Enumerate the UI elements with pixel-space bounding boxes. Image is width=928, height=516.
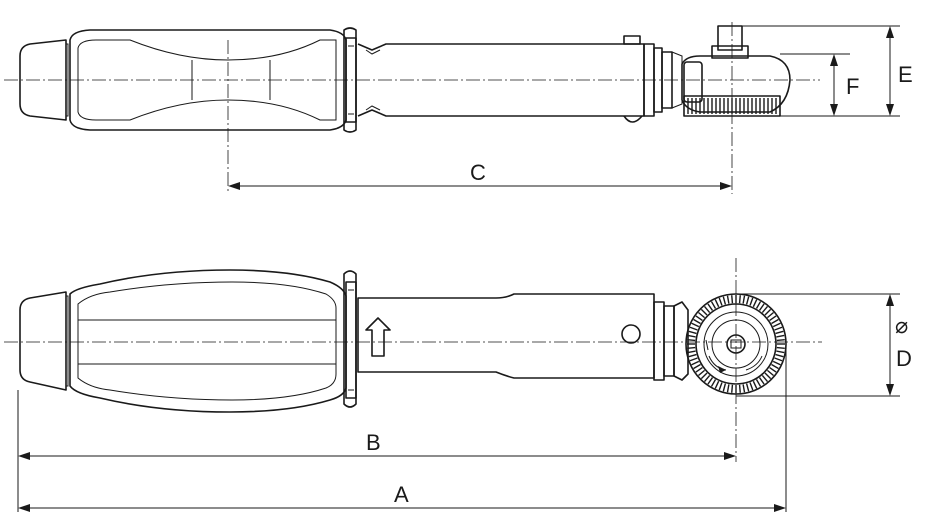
- knurl-tooth: [691, 360, 700, 366]
- knurl-tooth: [766, 369, 774, 377]
- knurl-tooth: [774, 357, 783, 362]
- dimension-E-label: E: [898, 62, 913, 87]
- knurl-tooth: [752, 299, 758, 308]
- dimension-B-label: B: [366, 430, 381, 455]
- side-square-drive: [717, 25, 743, 51]
- knurl-tooth: [693, 363, 701, 370]
- knurl-tooth: [752, 380, 758, 389]
- dimension-A-label: A: [394, 482, 409, 507]
- knurl-tooth: [687, 350, 696, 354]
- knurl-tooth: [688, 353, 697, 358]
- rotation-arrow-left-icon: [708, 355, 727, 371]
- knurl-tooth: [761, 374, 769, 382]
- knurl-tooth: [687, 346, 696, 349]
- knurl-tooth: [689, 357, 698, 362]
- knurl-tooth: [710, 301, 717, 309]
- knurl-tooth: [771, 318, 779, 325]
- diameter-symbol: ⌀: [895, 313, 908, 338]
- knurl-tooth: [714, 299, 720, 308]
- dimension-D: ⌀ D: [736, 293, 912, 397]
- side-view: [4, 25, 820, 133]
- knurl-tooth: [771, 363, 779, 370]
- knurl-tooth: [776, 334, 785, 338]
- knurl-tooth: [726, 384, 730, 393]
- knurl-tooth: [775, 330, 784, 335]
- knurl-tooth: [700, 308, 708, 316]
- dimension-E: E: [742, 25, 913, 117]
- dimension-F: F: [780, 53, 859, 116]
- knurl-tooth: [710, 379, 717, 387]
- knurl-tooth: [769, 315, 777, 322]
- knurl-tooth: [687, 334, 696, 338]
- knurl-tooth: [776, 350, 785, 354]
- knurl-tooth: [722, 383, 727, 392]
- knurl-tooth: [776, 346, 785, 349]
- knurl-tooth: [758, 377, 765, 385]
- dimension-A: A: [18, 346, 787, 512]
- dimension-C: C: [227, 22, 733, 194]
- knurl-tooth: [772, 322, 781, 328]
- knurl-tooth: [764, 308, 772, 316]
- plan-tube: [357, 293, 655, 379]
- knurl-tooth: [772, 360, 781, 366]
- knurl-tooth: [726, 295, 730, 304]
- knurl-tooth: [731, 295, 734, 304]
- side-flange: [343, 27, 357, 133]
- knurl-tooth: [687, 339, 696, 342]
- direction-arrow-icon: [365, 317, 391, 357]
- knurl-tooth: [691, 322, 700, 328]
- knurl-tooth: [731, 384, 734, 393]
- dimension-C-label: C: [470, 160, 486, 185]
- plan-pin-hole: [621, 324, 641, 344]
- knurl-tooth: [745, 296, 750, 305]
- knurl-tooth: [707, 303, 714, 311]
- knurl-tooth: [707, 377, 714, 385]
- knurl-tooth: [745, 383, 750, 392]
- side-end-cap: [19, 39, 67, 121]
- knurl-tooth: [700, 372, 708, 380]
- knurl-tooth: [749, 297, 754, 306]
- knurl-tooth: [755, 379, 762, 387]
- plan-end-cap: [19, 291, 67, 391]
- knurl-tooth: [718, 297, 723, 306]
- knurl-tooth: [749, 382, 754, 391]
- knurl-tooth: [718, 382, 723, 391]
- knurl-tooth: [714, 380, 720, 389]
- knurl-tooth: [776, 339, 785, 342]
- plan-view: [4, 269, 822, 413]
- knurl-tooth: [738, 295, 741, 304]
- knurl-tooth: [738, 384, 741, 393]
- dimension-B: B: [17, 258, 737, 512]
- knurl-tooth: [703, 306, 711, 314]
- dimension-F-label: F: [846, 74, 859, 99]
- knurl-tooth: [722, 296, 727, 305]
- knurl-tooth: [688, 330, 697, 335]
- knurl-tooth: [755, 301, 762, 309]
- knurl-tooth: [703, 374, 711, 382]
- knurl-tooth: [758, 303, 765, 311]
- plan-flange: [343, 270, 357, 408]
- dimension-D-label: D: [896, 346, 912, 371]
- knurl-tooth: [698, 311, 706, 319]
- knurl-tooth: [742, 384, 746, 393]
- knurl-tooth: [695, 366, 703, 373]
- knurl-tooth: [693, 318, 701, 325]
- knurl-tooth: [695, 315, 703, 322]
- knurl-tooth: [764, 372, 772, 380]
- side-top-tab: [623, 35, 641, 45]
- knurl-tooth: [761, 306, 769, 314]
- knurl-tooth: [775, 353, 784, 358]
- knurl-tooth: [766, 311, 774, 319]
- knurl-tooth: [698, 369, 706, 377]
- knurl-tooth: [769, 366, 777, 373]
- knurl-tooth: [742, 295, 746, 304]
- knurl-tooth: [774, 326, 783, 331]
- knurl-tooth: [689, 326, 698, 331]
